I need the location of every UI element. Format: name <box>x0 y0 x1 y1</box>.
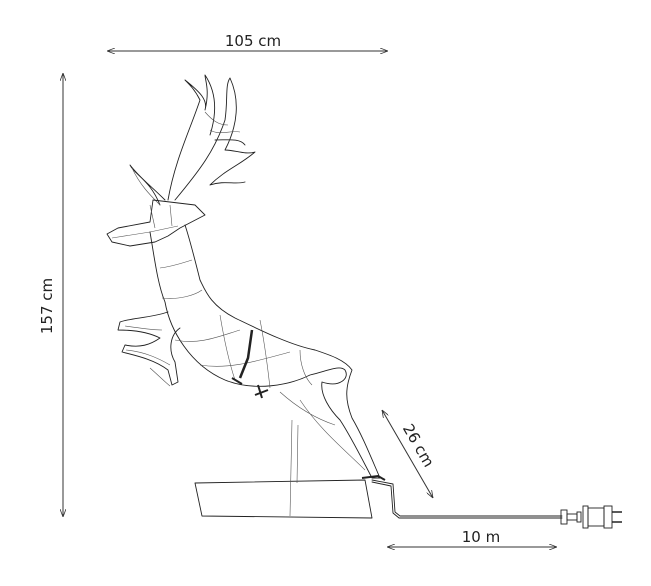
power-cable <box>371 479 563 519</box>
power-plug-icon <box>560 505 622 529</box>
depth-label: 26 cm <box>399 421 438 470</box>
height-label: 157 cm <box>38 278 56 334</box>
cable-length-label: 10 m <box>462 528 500 546</box>
cable-length-dimension: 10 m <box>387 528 557 547</box>
depth-dimension: 26 cm <box>382 410 438 498</box>
reindeer-illustration <box>106 74 386 519</box>
reindeer-head <box>106 199 206 247</box>
height-dimension: 157 cm <box>38 73 63 517</box>
base-frame <box>194 479 373 519</box>
width-label: 105 cm <box>225 32 281 50</box>
width-dimension: 105 cm <box>107 32 388 51</box>
depth-dimension-line <box>382 410 433 498</box>
